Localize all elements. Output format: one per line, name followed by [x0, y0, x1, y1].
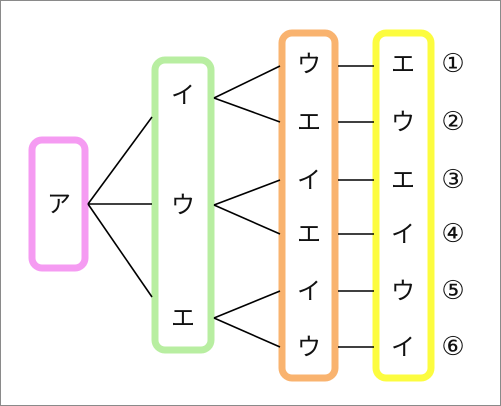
connector-line [213, 65, 281, 99]
level3-node-label: エ [297, 108, 321, 136]
outcome-number: ⑤ [441, 276, 464, 306]
connector-line [87, 203, 153, 298]
level2-node-label: エ [171, 304, 195, 332]
outcome-number: ⑥ [441, 332, 464, 362]
connector-line [213, 179, 281, 206]
outcome-number: ④ [441, 219, 464, 249]
level4-node-label: ウ [391, 277, 415, 305]
outcome-number: ② [441, 107, 464, 137]
column-box-2 [151, 56, 215, 354]
level3-node-label: イ [297, 277, 321, 305]
level4-node-label: エ [391, 166, 415, 194]
outcome-number: ③ [441, 165, 464, 195]
level3-node-label: イ [297, 166, 321, 194]
level4-node-label: ウ [391, 108, 415, 136]
level3-node-label: エ [297, 220, 321, 248]
outcome-number: ① [441, 49, 464, 79]
column-box-1 [28, 136, 89, 272]
connector-line [213, 317, 281, 348]
root-node-label: ア [47, 190, 71, 218]
level3-node-label: ウ [297, 333, 321, 361]
column-box-3 [278, 29, 339, 382]
column-box-4 [372, 29, 435, 382]
connector-line [213, 290, 281, 319]
connector-line [87, 116, 153, 205]
level4-node-label: エ [391, 50, 415, 78]
level4-node-label: イ [391, 333, 415, 361]
level2-node-label: ウ [171, 191, 195, 219]
level4-node-label: イ [391, 220, 415, 248]
connector-line [213, 204, 281, 235]
level2-node-label: イ [171, 81, 195, 109]
connector-line [213, 97, 281, 123]
level3-node-label: ウ [297, 50, 321, 78]
